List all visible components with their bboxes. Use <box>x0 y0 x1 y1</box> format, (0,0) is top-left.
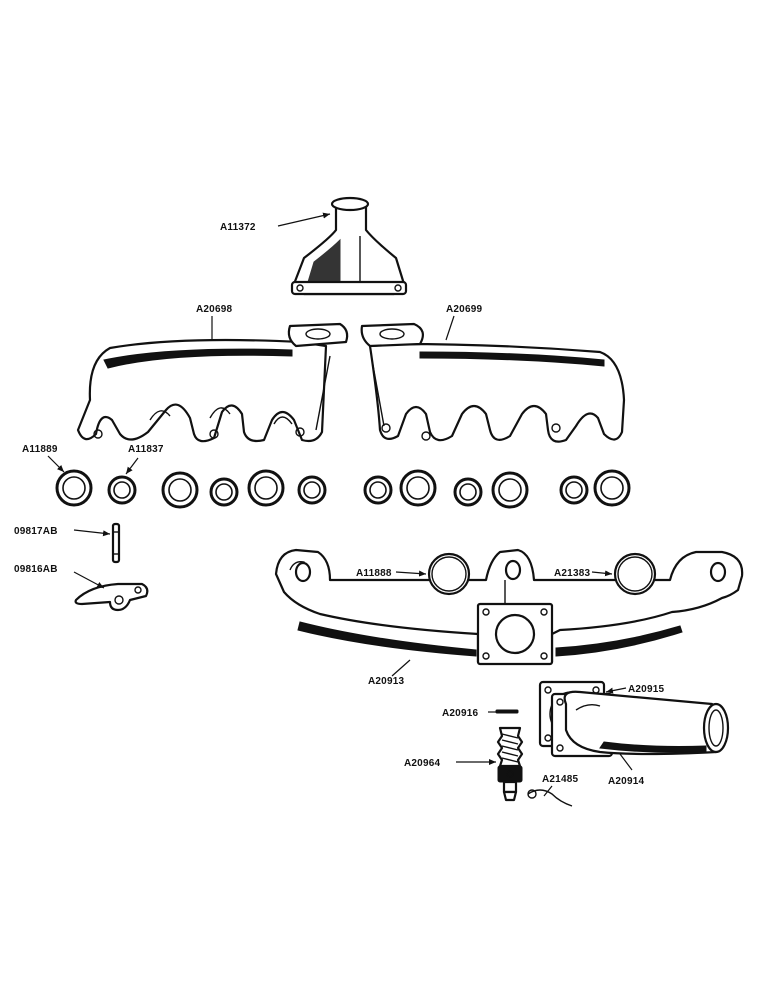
label-outlet-pipe: A20914 <box>608 776 644 787</box>
label-heat-valve: A20964 <box>404 758 440 769</box>
spring-clip-part <box>527 789 573 807</box>
intake-manifold-part <box>274 548 744 666</box>
ring-b-part <box>613 552 657 596</box>
label-stud: 09817AB <box>14 526 58 537</box>
ring-a-part <box>427 552 471 596</box>
rear-exhaust-manifold-part <box>360 322 626 443</box>
label-outlet-elbow: A11372 <box>220 222 256 233</box>
gasket-rings-row <box>55 469 631 509</box>
label-front-manifold: A20698 <box>196 304 232 315</box>
outlet-elbow-part <box>290 196 408 296</box>
pin-part <box>495 709 519 714</box>
outlet-pipe-part <box>550 690 730 758</box>
label-pin: A20916 <box>442 708 478 719</box>
label-ring-a: A11888 <box>356 568 392 579</box>
stud-part <box>111 522 121 564</box>
label-spring-clip: A21485 <box>542 774 578 785</box>
label-ring-b: A21383 <box>554 568 590 579</box>
front-exhaust-manifold-part <box>76 322 349 443</box>
label-clamp: 09816AB <box>14 564 58 575</box>
label-rear-manifold: A20699 <box>446 304 482 315</box>
label-intake-manifold: A20913 <box>368 676 404 687</box>
clamp-part <box>74 582 149 612</box>
heat-valve-part <box>496 726 524 802</box>
label-gasket-large: A11889 <box>22 444 58 455</box>
label-flange-gasket: A20915 <box>628 684 664 695</box>
label-gasket-small: A11837 <box>128 444 164 455</box>
